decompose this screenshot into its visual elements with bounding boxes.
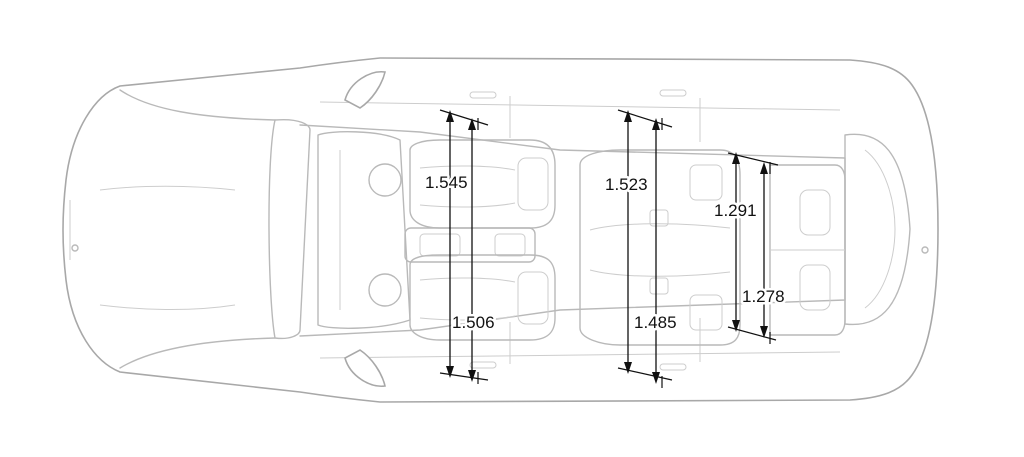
dimension-front-width-2: 1.506	[450, 118, 497, 384]
dimension-rear-width-2: 1.278	[740, 162, 787, 344]
second-row-bench	[579, 149, 741, 346]
dimension-label-1523: 1.523	[605, 175, 648, 194]
dimension-front-width-1: 1.545	[423, 109, 489, 381]
third-row-seats	[769, 164, 846, 336]
front-seat-right	[409, 254, 556, 341]
front-seat-left	[409, 139, 556, 229]
dimension-label-1545: 1.545	[425, 173, 468, 192]
dimension-rear-width-1: 1.291	[712, 152, 779, 341]
side-mirrors	[344, 71, 386, 387]
dimension-label-1291: 1.291	[714, 201, 757, 220]
dimension-label-1506: 1.506	[452, 313, 495, 332]
dimension-middle-width-2: 1.485	[632, 118, 679, 388]
dimension-label-1485: 1.485	[634, 313, 677, 332]
dimension-middle-width-1: 1.523	[603, 109, 673, 381]
dimension-label-1278: 1.278	[742, 287, 785, 306]
car-body	[62, 57, 939, 403]
